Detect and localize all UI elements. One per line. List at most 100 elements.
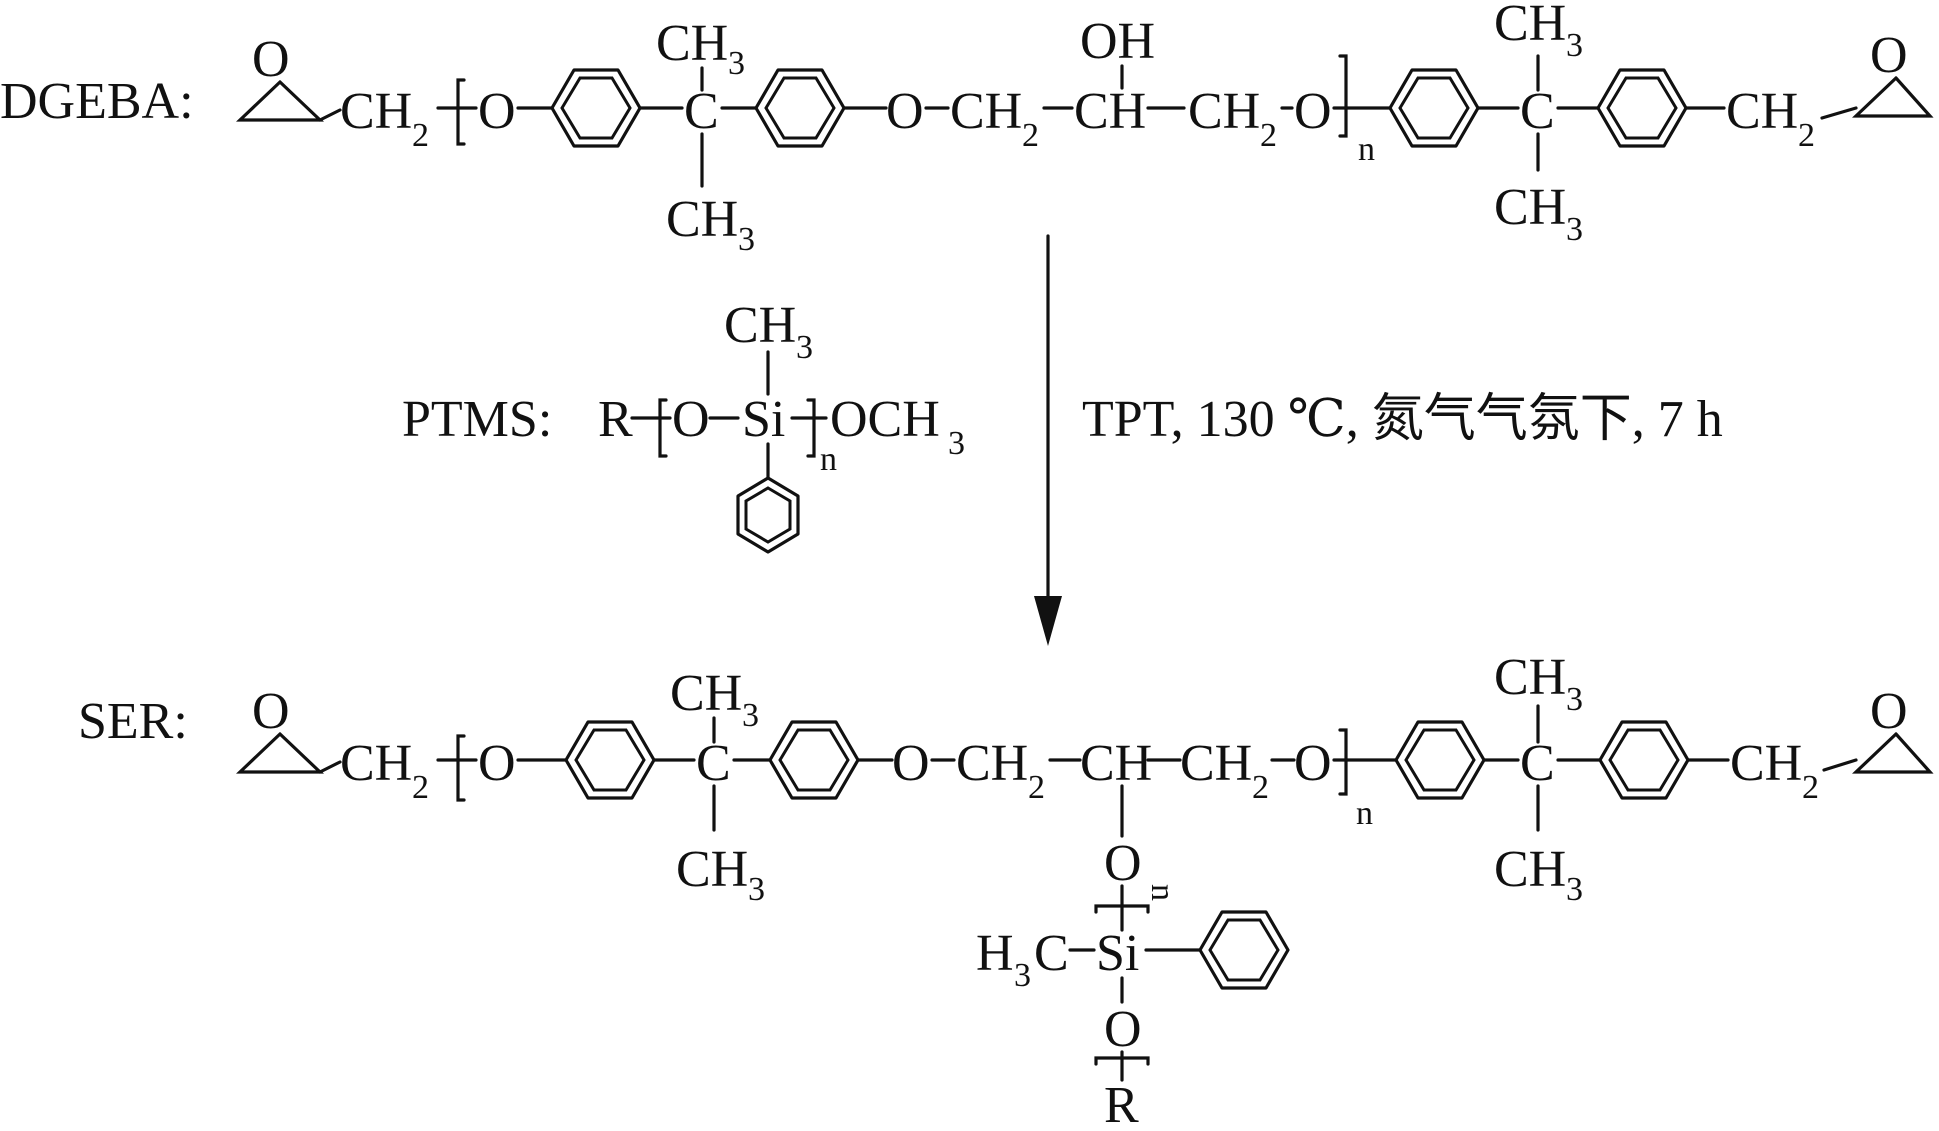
svg-text:CH: CH	[956, 735, 1028, 792]
svg-text:O: O	[478, 83, 516, 140]
svg-text:O: O	[1104, 835, 1142, 892]
svg-text:3: 3	[796, 329, 813, 366]
svg-text:O: O	[892, 735, 930, 792]
svg-text:O: O	[252, 31, 290, 88]
svg-text:3: 3	[948, 425, 965, 462]
ptms-structure: PTMS: R O Si CH 3 n OCH 3	[402, 297, 965, 554]
svg-text:3: 3	[728, 45, 745, 82]
svg-text:CH: CH	[1080, 735, 1152, 792]
svg-text:3: 3	[1566, 871, 1583, 908]
repeat-bracket-left	[456, 734, 466, 802]
svg-text:O: O	[672, 391, 710, 448]
benzene-ring	[1596, 68, 1688, 148]
svg-text:O: O	[1870, 27, 1908, 84]
svg-text:O: O	[1294, 735, 1332, 792]
benzene-ring	[1598, 720, 1690, 800]
svg-text:R: R	[1104, 1077, 1139, 1131]
epoxide-ring-right: O	[1851, 683, 1934, 774]
ser-label: SER:	[78, 693, 188, 750]
svg-text:CH: CH	[676, 841, 748, 898]
repeat-bracket-right	[806, 398, 816, 458]
dgeba-label: DGEBA:	[0, 73, 194, 130]
epoxide-ring-left: O	[235, 683, 325, 774]
svg-text:O: O	[1870, 683, 1908, 740]
quaternary-carbon: C CH 3 CH 3	[670, 665, 765, 908]
quaternary-carbon: C CH 3 CH 3	[1494, 0, 1583, 248]
svg-text:CH: CH	[1494, 179, 1566, 236]
repeat-bracket-left	[658, 398, 668, 458]
svg-text:3: 3	[748, 871, 765, 908]
svg-text:2: 2	[1028, 769, 1045, 806]
svg-text:CH: CH	[1180, 735, 1252, 792]
svg-text:OH: OH	[1080, 13, 1155, 70]
svg-text:O: O	[1294, 83, 1332, 140]
ch2-group: CH 2	[340, 83, 429, 154]
svg-text:CH: CH	[656, 15, 728, 72]
repeat-bracket-right	[1338, 728, 1348, 796]
svg-text:3: 3	[1014, 957, 1031, 994]
siloxane-pendant-ch: CH O n	[1080, 735, 1181, 932]
quaternary-carbon: C CH 3 CH 3	[1494, 649, 1583, 908]
svg-text:O: O	[478, 735, 516, 792]
repeat-bracket-left	[456, 78, 466, 146]
quaternary-carbon: C CH 3 CH 3	[656, 15, 755, 258]
hydroxyl-ch-group: OH CH	[1074, 13, 1155, 140]
svg-text:CH: CH	[340, 83, 412, 140]
ser-structure: SER: O CH 2 O C CH 3 CH 3	[78, 649, 1934, 1131]
svg-text:2: 2	[1252, 769, 1269, 806]
benzene-ring	[754, 68, 846, 148]
svg-text:Si: Si	[742, 391, 785, 448]
svg-text:2: 2	[1802, 769, 1819, 806]
svg-text:CH: CH	[340, 735, 412, 792]
svg-text:OCH: OCH	[830, 391, 940, 448]
svg-text:Si: Si	[1096, 925, 1139, 982]
svg-text:3: 3	[1566, 27, 1583, 64]
svg-text:O: O	[886, 83, 924, 140]
svg-text:n: n	[1144, 884, 1181, 901]
reaction-arrow	[1034, 234, 1062, 646]
benzene-ring	[1388, 68, 1480, 148]
svg-text:3: 3	[742, 697, 759, 734]
svg-text:CH: CH	[1188, 83, 1260, 140]
benzene-ring	[768, 720, 860, 800]
svg-text:CH: CH	[670, 665, 742, 722]
svg-text:CH: CH	[666, 191, 738, 248]
epoxide-ring-right: O	[1851, 27, 1934, 118]
svg-text:2: 2	[1260, 117, 1277, 154]
svg-text:O: O	[1104, 1001, 1142, 1058]
ptms-label: PTMS:	[402, 391, 552, 448]
benzene-ring	[550, 68, 642, 148]
epoxide-ring-left: O	[235, 31, 325, 122]
dgeba-structure: DGEBA: O CH 2 O C CH 3 CH 3	[0, 0, 1934, 258]
svg-text:2: 2	[1022, 117, 1039, 154]
svg-text:2: 2	[412, 117, 429, 154]
repeat-bracket-top	[1094, 904, 1150, 914]
svg-text:n: n	[820, 441, 837, 478]
svg-text:CH: CH	[724, 297, 796, 354]
svg-text:O: O	[252, 683, 290, 740]
repeat-bracket-right	[1338, 54, 1348, 138]
silicon-center: Si CH 3	[724, 297, 813, 554]
svg-text:3: 3	[1566, 681, 1583, 718]
svg-text:R: R	[598, 391, 633, 448]
svg-text:3: 3	[1566, 211, 1583, 248]
svg-text:CH: CH	[1494, 649, 1566, 706]
svg-text:n: n	[1358, 131, 1375, 168]
svg-text:C: C	[1520, 83, 1555, 140]
reaction-conditions: TPT, 130 ℃, 氮气气氛下, 7 h	[1082, 391, 1723, 448]
svg-text:n: n	[1356, 795, 1373, 832]
svg-text:CH: CH	[1730, 735, 1802, 792]
svg-text:2: 2	[1798, 117, 1815, 154]
silicon-center: H 3 C Si O R	[976, 910, 1290, 1131]
svg-text:CH: CH	[950, 83, 1022, 140]
svg-text:C: C	[696, 735, 731, 792]
svg-text:C: C	[1034, 925, 1069, 982]
svg-text:2: 2	[412, 769, 429, 806]
benzene-ring	[564, 720, 656, 800]
svg-text:H: H	[976, 925, 1014, 982]
svg-text:CH: CH	[1494, 841, 1566, 898]
svg-text:C: C	[1520, 735, 1555, 792]
svg-text:3: 3	[738, 221, 755, 258]
svg-text:CH: CH	[1726, 83, 1798, 140]
